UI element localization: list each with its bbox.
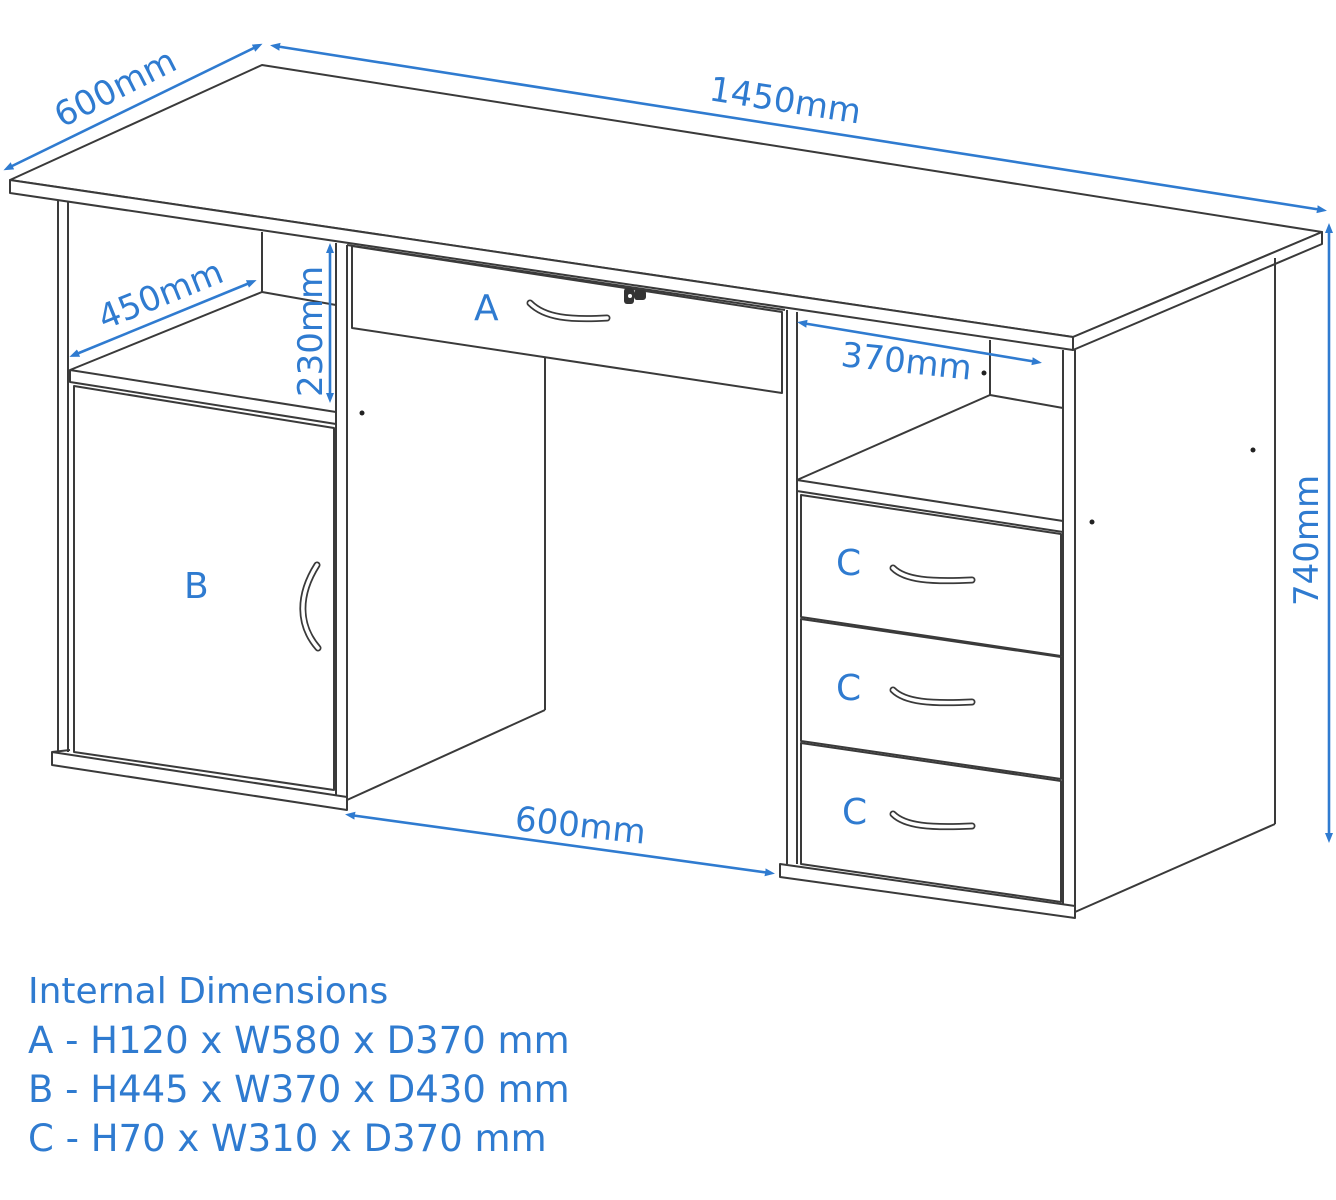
drawer-c-handles: [889, 564, 976, 831]
legend-title: Internal Dimensions: [28, 971, 389, 1012]
lock-icon: [624, 288, 646, 304]
drawer-a-handle: [526, 299, 611, 323]
dimension-overall-height: 740mm: [1287, 223, 1333, 843]
dimension-shelf-depth: 450mm: [69, 252, 257, 357]
internal-dimensions-legend: Internal Dimensions A - H120 x W580 x D3…: [28, 968, 570, 1163]
desk-diagram: 600mm 1450mm 740mm 450mm 230mm 370mm 600…: [3, 41, 1333, 919]
drawer-c-label-1: C: [836, 543, 861, 584]
right-pedestal: [779, 258, 1276, 919]
door-b-handle: [299, 561, 322, 652]
drawer-a-label: A: [474, 288, 499, 329]
cupboard-b-label: B: [184, 566, 209, 607]
dimension-shelf-height: 230mm: [291, 243, 334, 403]
overall-height-label: 740mm: [1287, 475, 1327, 606]
left-pedestal: [51, 200, 546, 811]
legend-row-a: A - H120 x W580 x D370 mm: [28, 1019, 570, 1062]
shelf-depth-label: 450mm: [92, 252, 229, 338]
legend-row-b: B - H445 x W370 x D430 mm: [28, 1068, 570, 1111]
overall-width-label: 1450mm: [707, 69, 864, 132]
drawer-c-label-3: C: [842, 792, 867, 833]
legend-row-c: C - H70 x W310 x D370 mm: [28, 1117, 547, 1160]
dimension-knee-space: 600mm: [345, 799, 775, 877]
knee-space-label: 600mm: [513, 799, 648, 852]
right-shelf-width-label: 370mm: [839, 335, 974, 388]
drawer-c-label-2: C: [836, 668, 861, 709]
shelf-height-label: 230mm: [291, 266, 331, 397]
